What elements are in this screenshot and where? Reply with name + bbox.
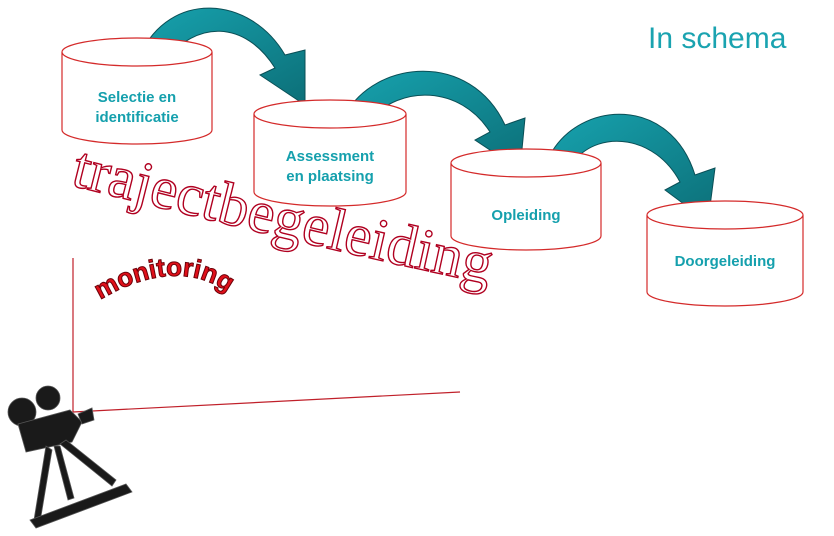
video-camera-on-tripod-icon <box>7 385 133 529</box>
stage-label: identificatie <box>95 109 178 126</box>
stage-cylinder-doorgeleiding: Doorgeleiding <box>646 200 804 307</box>
horizontal-axis-line <box>72 391 461 413</box>
stage-label: Doorgeleiding <box>675 253 776 270</box>
stage-cylinder-opleiding: Opleiding <box>450 148 602 251</box>
curved-arrow-icon <box>549 113 716 223</box>
monitoring-text: monitoring <box>89 252 241 305</box>
stage-label: Selectie en <box>98 89 176 106</box>
curved-arrow-icon <box>344 70 526 171</box>
stage-label: en plaatsing <box>286 168 374 185</box>
stage-cylinder-selectie: Selectie en identificatie <box>61 37 213 145</box>
stage-label: Assessment <box>286 148 374 165</box>
stage-cylinder-assessment: Assessment en plaatsing <box>253 99 407 207</box>
stage-label: Opleiding <box>491 207 560 224</box>
monitoring-label: monitoring <box>88 251 241 305</box>
page-title: In schema <box>648 22 787 55</box>
curved-arrow-icon <box>139 7 306 106</box>
